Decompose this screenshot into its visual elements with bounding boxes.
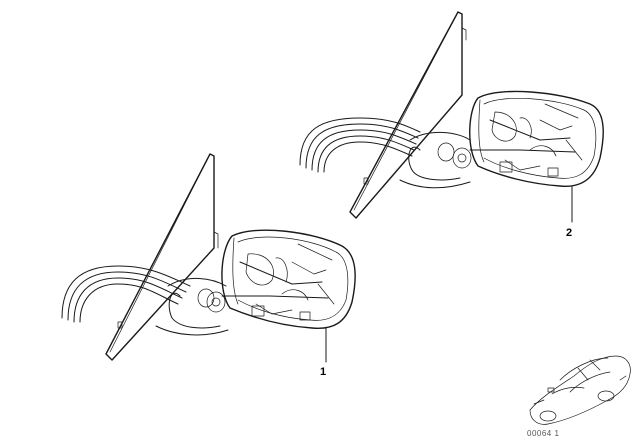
wiring-harness-1	[61, 265, 191, 323]
mirror-housing-1	[221, 229, 356, 329]
car-thumbnail-icon	[529, 355, 631, 425]
mirror-base-1	[155, 278, 229, 336]
callout-item-2: 2	[566, 227, 573, 239]
mirror-base-2	[399, 131, 472, 189]
mirror-housing-2	[469, 90, 604, 187]
callout-item-1: 1	[320, 366, 327, 378]
mirror-assembly-1	[61, 153, 356, 363]
mirror-glass-1	[105, 153, 219, 361]
reference-code: 00064 1	[527, 429, 560, 438]
mirror-assembly-2	[299, 11, 604, 223]
wiring-harness-2	[299, 117, 421, 173]
